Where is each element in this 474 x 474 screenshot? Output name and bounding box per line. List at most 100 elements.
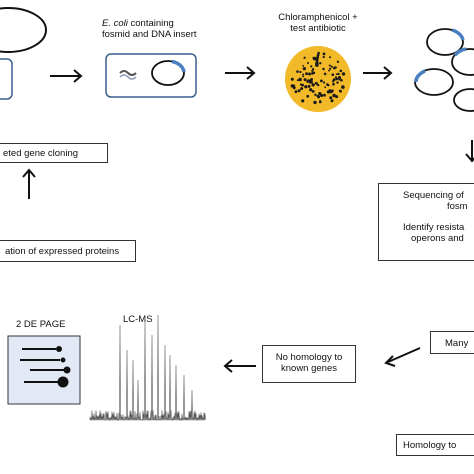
colony-dot — [302, 65, 304, 67]
arrow-to-selection — [225, 66, 256, 80]
colony-dot — [311, 83, 315, 87]
fosmid-circle — [0, 7, 47, 53]
sequencing-line4: operons and — [411, 233, 464, 244]
expressed-proteins-box: ation of expressed proteins — [0, 240, 136, 262]
selection-line1-text: Chloramphenicol + — [278, 12, 358, 23]
colony-dot — [309, 79, 313, 84]
selection-line2-text: test antibiotic — [290, 23, 346, 34]
colony-dot — [341, 72, 346, 76]
colony-dot — [323, 72, 327, 76]
gel-spots — [20, 346, 71, 388]
expressed-proteins-text: ation of expressed proteins — [5, 246, 120, 257]
colony-dot — [314, 93, 317, 97]
gel-label-text: 2 DE PAGE — [16, 319, 66, 330]
colony-dot — [303, 78, 307, 82]
colony-dot — [307, 62, 309, 64]
colony-dot — [301, 83, 304, 87]
colony-dot — [311, 69, 314, 72]
colony-dot — [306, 94, 310, 98]
sequencing-line2: fosm — [447, 201, 468, 212]
colony-dot — [309, 88, 313, 92]
colony-dot — [339, 90, 342, 93]
colony-dot — [330, 65, 333, 68]
colony-dot — [322, 67, 325, 71]
lcms-label: LC-MS — [123, 314, 153, 325]
resistant-plasmids — [414, 28, 474, 112]
ecoli-italic-text: E. coli — [102, 18, 128, 29]
colony-dot — [307, 84, 311, 88]
colony-dot — [296, 70, 299, 73]
colony-dot — [320, 79, 323, 83]
sequencing-line1: Sequencing of — [403, 190, 464, 201]
arrow-up-left — [22, 168, 36, 199]
colony-dot — [317, 83, 320, 87]
ecoli-step-label: E. coli containing fosmid and DNA insert — [102, 18, 212, 40]
arrow-to-resistant-clones — [363, 66, 393, 80]
colony-dot — [328, 69, 330, 72]
colony-dot — [299, 70, 302, 74]
ecoli-line2-text: fosmid and DNA insert — [102, 29, 197, 40]
colony-dot — [316, 53, 320, 57]
arrow-to-proteomics — [223, 359, 256, 373]
colony-dot — [335, 95, 339, 99]
colony-dot — [334, 66, 337, 69]
colony-dot — [302, 73, 305, 76]
lcms-spectrum — [89, 314, 206, 422]
colony-dot — [329, 96, 333, 100]
no-homology-line1: No homology to — [275, 352, 343, 363]
colony-dot — [302, 75, 304, 78]
arrow-many-to-no-homology — [384, 347, 421, 367]
sequencing-line3: Identify resista — [403, 222, 465, 233]
colonies — [290, 51, 346, 105]
colony-dot — [322, 52, 326, 56]
colony-dot — [324, 86, 327, 89]
colony-dot — [322, 55, 325, 59]
colony-dot — [318, 92, 322, 96]
colony-dot — [319, 100, 322, 104]
colony-dot — [304, 67, 307, 70]
colony-dot — [296, 79, 299, 82]
colony-dot — [319, 94, 322, 97]
no-homology-line2: known genes — [281, 363, 337, 374]
sequencing-box: Sequencing of fosm Identify resista oper… — [378, 183, 474, 261]
colony-dot — [301, 99, 305, 103]
colony-dot — [294, 90, 298, 94]
colony-dot — [312, 68, 315, 71]
ecoli-rest-text: containing — [127, 18, 174, 29]
colony-dot — [332, 93, 336, 98]
colony-dot — [326, 90, 331, 94]
colony-dot — [303, 56, 306, 59]
lcms-label-text: LC-MS — [123, 314, 153, 325]
colony-dot — [330, 99, 334, 103]
colony-dot — [331, 89, 334, 93]
colony-dot — [323, 81, 326, 84]
selection-step-label: Chloramphenicol + test antibiotic — [266, 12, 370, 34]
gel-label: 2 DE PAGE — [16, 319, 65, 330]
colony-dot — [308, 72, 312, 76]
host-cell-box — [0, 58, 13, 100]
colony-dot — [312, 56, 317, 61]
many-text: Many — [445, 338, 469, 349]
dna-insert-icon — [119, 70, 137, 80]
colony-dot — [311, 72, 314, 75]
colony-dot — [310, 65, 313, 68]
targeted-cloning-box: eted gene cloning — [0, 143, 108, 163]
colony-dot — [339, 69, 343, 73]
colony-dot — [328, 64, 331, 67]
colony-dot — [331, 73, 335, 76]
colony-dot — [319, 62, 322, 65]
homology-text: Homology to — [403, 440, 457, 451]
colony-dot — [300, 87, 304, 91]
colony-dot — [314, 81, 317, 84]
colony-dot — [315, 61, 319, 65]
insert-segment — [171, 59, 186, 73]
targeted-cloning-text: eted gene cloning — [3, 148, 79, 159]
colony-dot — [313, 100, 317, 105]
arrow-down-right — [465, 140, 474, 163]
colony-dot — [335, 73, 338, 75]
colony-dot — [336, 81, 339, 84]
colony-dot — [292, 86, 296, 90]
fosmid-plasmid — [151, 60, 185, 86]
colony-dot — [332, 78, 336, 82]
colony-dot — [315, 58, 319, 61]
